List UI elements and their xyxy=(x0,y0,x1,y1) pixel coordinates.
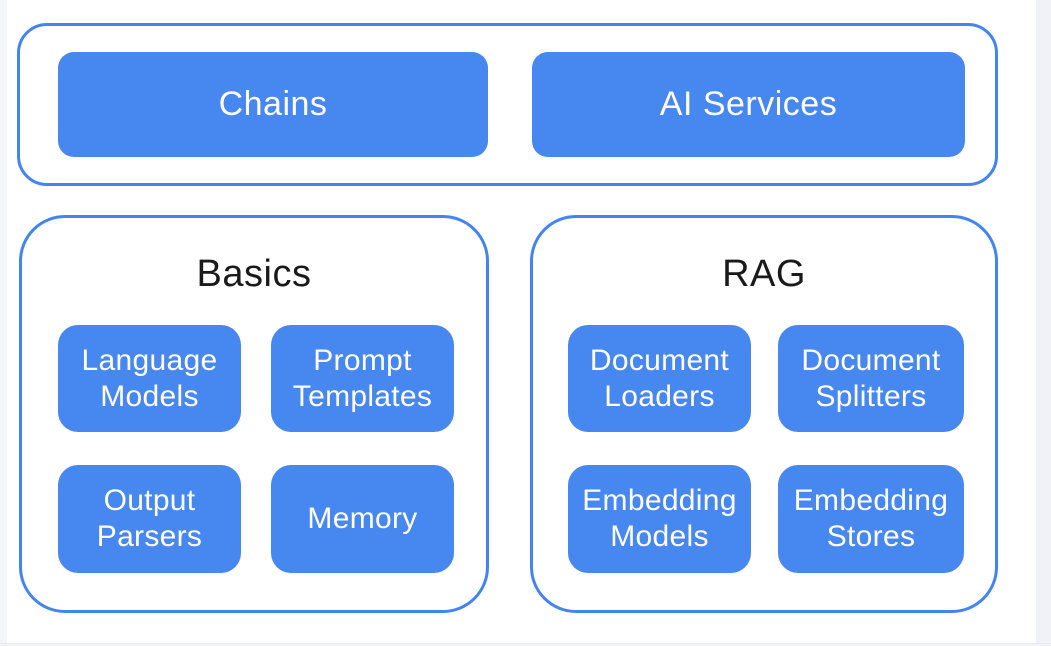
node-chains: Chains xyxy=(58,52,488,157)
top-level-group: Chains AI Services xyxy=(17,23,998,186)
node-ai-services: AI Services xyxy=(532,52,965,157)
node-document-splitters: Document Splitters xyxy=(778,325,964,432)
basics-group-title: Basics xyxy=(196,253,312,295)
page-edge-right xyxy=(1036,0,1051,646)
node-language-models: Language Models xyxy=(58,325,241,432)
node-prompt-templates: Prompt Templates xyxy=(271,325,454,432)
node-embedding-models: Embedding Models xyxy=(568,465,751,573)
rag-group-title: RAG xyxy=(722,253,806,295)
basics-group: Basics Language Models Prompt Templates … xyxy=(19,215,489,613)
page-edge-bottom xyxy=(0,643,1051,646)
rag-group: RAG Document Loaders Document Splitters … xyxy=(530,215,998,613)
page-edge-left xyxy=(0,0,7,646)
node-output-parsers: Output Parsers xyxy=(58,465,241,573)
node-memory: Memory xyxy=(271,465,454,573)
node-document-loaders: Document Loaders xyxy=(568,325,751,432)
node-embedding-stores: Embedding Stores xyxy=(778,465,964,573)
